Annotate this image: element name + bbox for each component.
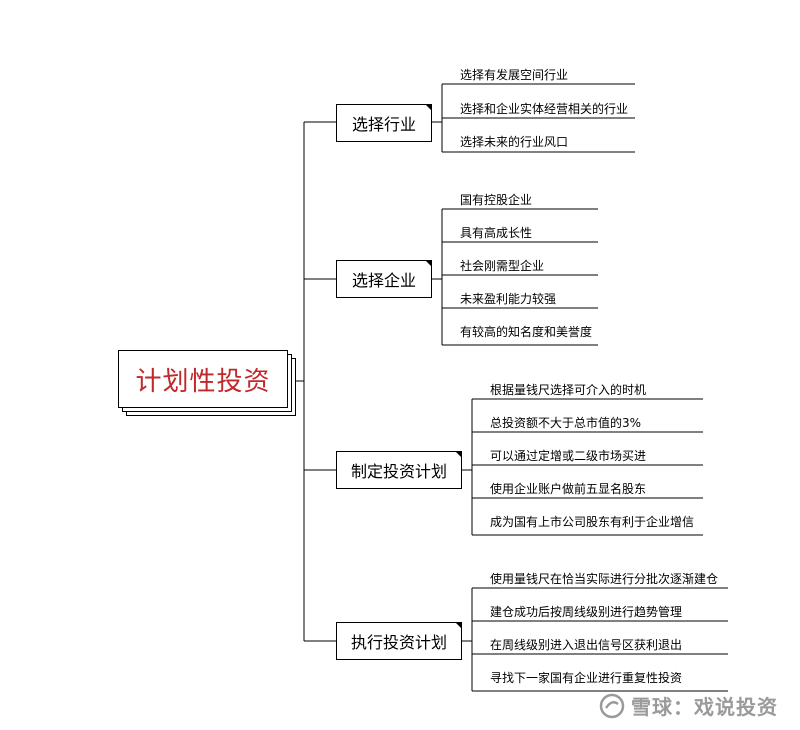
branch-label: 选择行业 — [351, 115, 416, 134]
snowball-logo-icon — [599, 693, 625, 718]
branch-node-select-industry[interactable]: 选择行业 — [336, 104, 432, 142]
note-fold-icon — [425, 260, 432, 267]
watermark-text: 雪球：戏说投资 — [631, 695, 778, 719]
note-fold-icon — [425, 104, 432, 111]
branch-node-make-plan[interactable]: 制定投资计划 — [336, 451, 462, 489]
branch-label: 选择企业 — [351, 271, 416, 290]
root-node[interactable]: 计划性投资 — [118, 350, 288, 408]
leaf-item[interactable]: 国有控股企业 — [460, 193, 533, 207]
note-fold-icon — [455, 622, 462, 629]
leaf-item[interactable]: 使用企业账户做前五显名股东 — [490, 482, 647, 496]
leaf-item[interactable]: 选择有发展空间行业 — [460, 68, 569, 82]
leaf-item[interactable]: 成为国有上市公司股东有利于企业增信 — [490, 515, 695, 529]
branch-label: 制定投资计划 — [350, 462, 447, 481]
leaf-item[interactable]: 社会刚需型企业 — [460, 259, 545, 273]
leaf-item[interactable]: 总投资额不大于总市值的3% — [490, 416, 642, 430]
leaf-item[interactable]: 使用量钱尺在恰当实际进行分批次逐渐建仓 — [490, 572, 719, 586]
branch-node-execute-plan[interactable]: 执行投资计划 — [336, 622, 462, 660]
leaf-item[interactable]: 选择未来的行业风口 — [460, 135, 569, 149]
leaf-item[interactable]: 寻找下一家国有企业进行重复性投资 — [490, 671, 683, 685]
branch-label: 执行投资计划 — [350, 633, 447, 652]
leaf-item[interactable]: 未来盈利能力较强 — [460, 292, 557, 306]
leaf-item[interactable]: 可以通过定增或二级市场买进 — [490, 449, 647, 463]
branch-node-select-company[interactable]: 选择企业 — [336, 260, 432, 298]
leaf-item[interactable]: 选择和企业实体经营相关的行业 — [460, 102, 629, 116]
root-node-label: 计划性投资 — [135, 366, 271, 397]
watermark: 雪球：戏说投资 — [599, 691, 778, 720]
leaf-item[interactable]: 根据量钱尺选择可介入的时机 — [490, 383, 647, 397]
note-fold-icon — [455, 451, 462, 458]
leaf-item[interactable]: 具有高成长性 — [460, 226, 533, 240]
leaf-item[interactable]: 有较高的知名度和美誉度 — [460, 325, 593, 339]
leaf-item[interactable]: 建仓成功后按周线级别进行趋势管理 — [490, 605, 683, 619]
leaf-item[interactable]: 在周线级别进入退出信号区获利退出 — [490, 638, 683, 652]
